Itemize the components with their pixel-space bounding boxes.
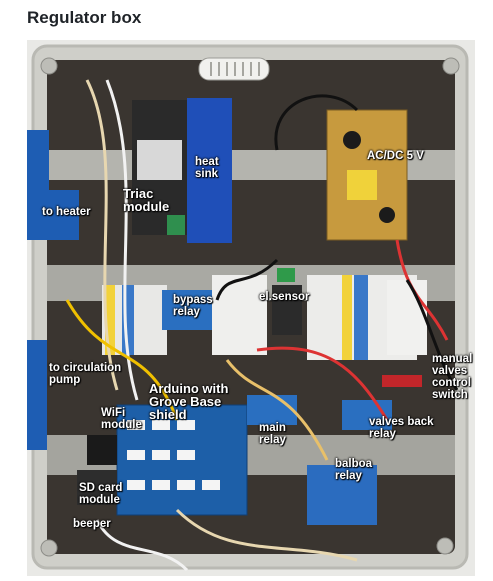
transformer [347,170,377,200]
balboa-relay [307,465,377,525]
label-sd-card: SD card module [79,482,123,506]
label-triac: Triac module [123,186,170,214]
screw-icon [40,539,58,557]
capacitor [343,131,361,149]
label-bypass-relay: bypass relay [173,294,213,318]
page-title: Regulator box [27,8,142,27]
screw-icon [436,537,454,555]
label-arduino: Arduino with Grove Base shield [149,381,229,422]
terminal-blocks-right [307,275,427,360]
left-gland-blue [27,130,49,240]
label-wifi: WiFi module [101,407,142,431]
screw-icon [40,57,58,75]
label-valves-back-relay: valves back relay [369,416,434,440]
label-balboa-relay: balboa relay [335,458,373,482]
manual-valves-switch [382,375,422,387]
label-el-sensor: el.sensor [259,291,310,303]
label-acdc: AC/DC 5 V [367,150,424,162]
left-gland-lower [27,340,47,450]
wiring [65,79,459,572]
wifi-module [87,435,117,465]
screw-icon [442,57,460,75]
regulator-box-photo: AC/DC 5 V heat sink Triac module to heat… [27,40,475,576]
bypass-relay [162,290,212,330]
vent-slots [210,62,260,76]
label-heat-sink: heat sink [195,156,219,180]
terminal-blocks-left [102,285,167,355]
label-main-relay: main relay [259,422,286,446]
sd-card-module [77,470,117,505]
label-circulation-pump: to circulation pump [49,362,122,386]
terminal-blocks-center [212,268,302,355]
triac-heatsink-fins [137,140,182,180]
label-manual-valves: manual valves control switch [432,353,473,401]
triac-terminal [167,215,185,235]
label-to-heater: to heater [42,206,91,218]
grove-connectors [127,420,220,490]
main-relay [247,395,297,425]
heat-sink [187,98,232,243]
capacitor [379,207,395,223]
label-beeper: beeper [73,518,111,530]
photo-drawing [27,40,475,576]
heater-cable-clamp [49,190,79,240]
